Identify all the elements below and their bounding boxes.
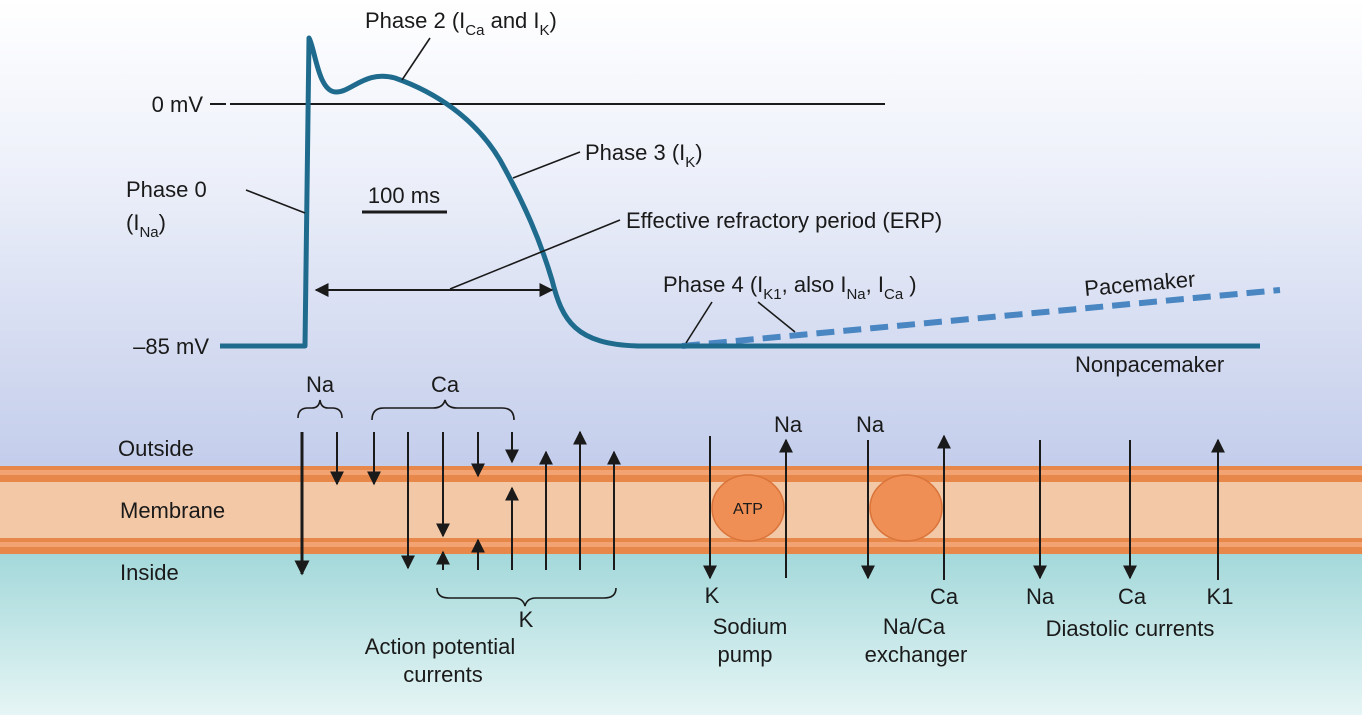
cell-membrane xyxy=(0,466,1362,554)
time-scale-label: 100 ms xyxy=(368,183,440,208)
phase4-leader-a xyxy=(685,301,713,344)
exchanger-ca-label: Ca xyxy=(930,584,959,609)
zero-mv-label: 0 mV xyxy=(152,92,204,117)
inside-label: Inside xyxy=(120,560,179,585)
ap-currents-label-1: Action potential xyxy=(365,634,515,659)
outside-background xyxy=(0,0,1362,470)
action-potential-curve xyxy=(220,35,1260,349)
k-brace xyxy=(436,587,617,607)
ca-brace xyxy=(371,399,515,421)
phase2-leader xyxy=(401,37,431,81)
phase3-label: Phase 3 (IK) xyxy=(585,140,703,171)
pump-k-label: K xyxy=(705,583,720,608)
phase4-leader-b xyxy=(757,301,796,333)
k-ion-label: K xyxy=(519,607,534,632)
phase3-leader xyxy=(512,151,581,179)
sodium-pump-label-1: Sodium xyxy=(713,614,788,639)
phase0-label: Phase 0 xyxy=(126,177,207,202)
diastolic-na-label: Na xyxy=(1026,584,1055,609)
outside-label: Outside xyxy=(118,436,194,461)
ca-ion-label: Ca xyxy=(431,372,460,397)
phase0-leader xyxy=(245,189,306,214)
ap-currents-label-2: currents xyxy=(403,662,482,687)
exchanger-na-label: Na xyxy=(856,412,885,437)
na-ion-label: Na xyxy=(306,372,335,397)
phase4-label: Phase 4 (IK1, also INa, ICa ) xyxy=(663,272,917,303)
pump-na-label: Na xyxy=(774,412,803,437)
na-ca-exchanger xyxy=(869,474,943,542)
erp-label: Effective refractory period (ERP) xyxy=(626,208,942,233)
atp-label: ATP xyxy=(733,501,763,518)
pacemaker-phase4-curve xyxy=(681,287,1281,349)
erp-leader xyxy=(449,219,621,290)
diastolic-ca-label: Ca xyxy=(1118,584,1147,609)
phase0-current: (INa) xyxy=(126,210,166,241)
phase2-label: Phase 2 (ICa and IK) xyxy=(365,8,557,39)
sodium-pump-atpase xyxy=(711,474,785,542)
exchanger-label-2: exchanger xyxy=(865,642,968,667)
rest-mv-label: –85 mV xyxy=(133,334,209,359)
nonpacemaker-label: Nonpacemaker xyxy=(1075,352,1224,377)
sodium-pump-label-2: pump xyxy=(717,642,772,667)
diastolic-currents-label: Diastolic currents xyxy=(1046,616,1215,641)
membrane-label: Membrane xyxy=(120,498,225,523)
diastolic-k1-label: K1 xyxy=(1207,584,1234,609)
na-brace xyxy=(297,399,343,419)
exchanger-label-1: Na/Ca xyxy=(883,614,946,639)
